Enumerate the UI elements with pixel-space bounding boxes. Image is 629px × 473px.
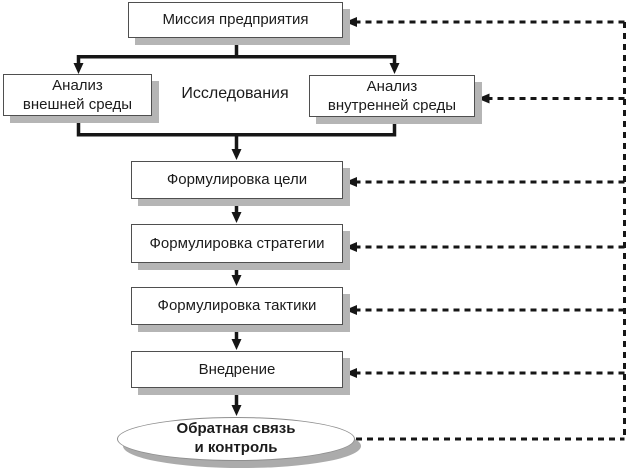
- node-tactics-label: Формулировка тактики: [157, 297, 317, 315]
- arrowhead-to-strategy: [231, 212, 242, 223]
- merge-bar-bottom: [76, 116, 397, 137]
- arrowhead-to-external-analysis: [73, 63, 84, 74]
- node-external-analysis: Анализ внешней среды: [3, 74, 152, 116]
- node-internal-analysis-line1: Анализ: [366, 77, 418, 95]
- feedback-arrowhead-strategy: [345, 242, 357, 252]
- node-feedback-ellipse: Обратная связь и контроль: [117, 417, 355, 461]
- arrowhead-to-implementation: [231, 339, 242, 350]
- feedback-arrowhead-goal: [345, 177, 357, 187]
- feedback-arrowhead-internal-analysis: [477, 93, 490, 104]
- node-mission: Миссия предприятия: [128, 2, 343, 38]
- node-feedback-line1: Обратная связь: [176, 420, 296, 438]
- node-tactics: Формулировка тактики: [131, 287, 343, 325]
- node-external-analysis-line1: Анализ: [52, 76, 103, 94]
- feedback-arrowhead-tactics: [345, 305, 357, 315]
- arrowhead-to-tactics: [231, 275, 242, 286]
- node-implementation: Внедрение: [131, 351, 343, 388]
- split-bar-top: [76, 55, 397, 65]
- node-mission-label: Миссия предприятия: [162, 11, 309, 29]
- node-external-analysis-line2: внешней среды: [22, 96, 133, 113]
- node-goal-label: Формулировка цели: [166, 171, 308, 189]
- node-goal: Формулировка цели: [131, 161, 343, 199]
- arrowhead-to-internal-analysis: [389, 63, 400, 74]
- node-internal-analysis-line2: внутренней среды: [327, 97, 457, 114]
- feedback-arrowhead-mission: [345, 17, 357, 27]
- node-feedback-line2: и контроль: [194, 439, 278, 456]
- node-strategy: Формулировка стратегии: [131, 224, 343, 263]
- arrowhead-to-goal: [231, 149, 242, 160]
- feedback-arrowhead-implementation: [345, 368, 357, 378]
- node-strategy-label: Формулировка стратегии: [149, 234, 325, 252]
- research-label: Исследования: [181, 85, 289, 102]
- arrowhead-to-feedback-ellipse: [231, 405, 242, 416]
- node-internal-analysis: Анализ внутренней среды: [309, 75, 475, 117]
- node-implementation-label: Внедрение: [198, 360, 276, 378]
